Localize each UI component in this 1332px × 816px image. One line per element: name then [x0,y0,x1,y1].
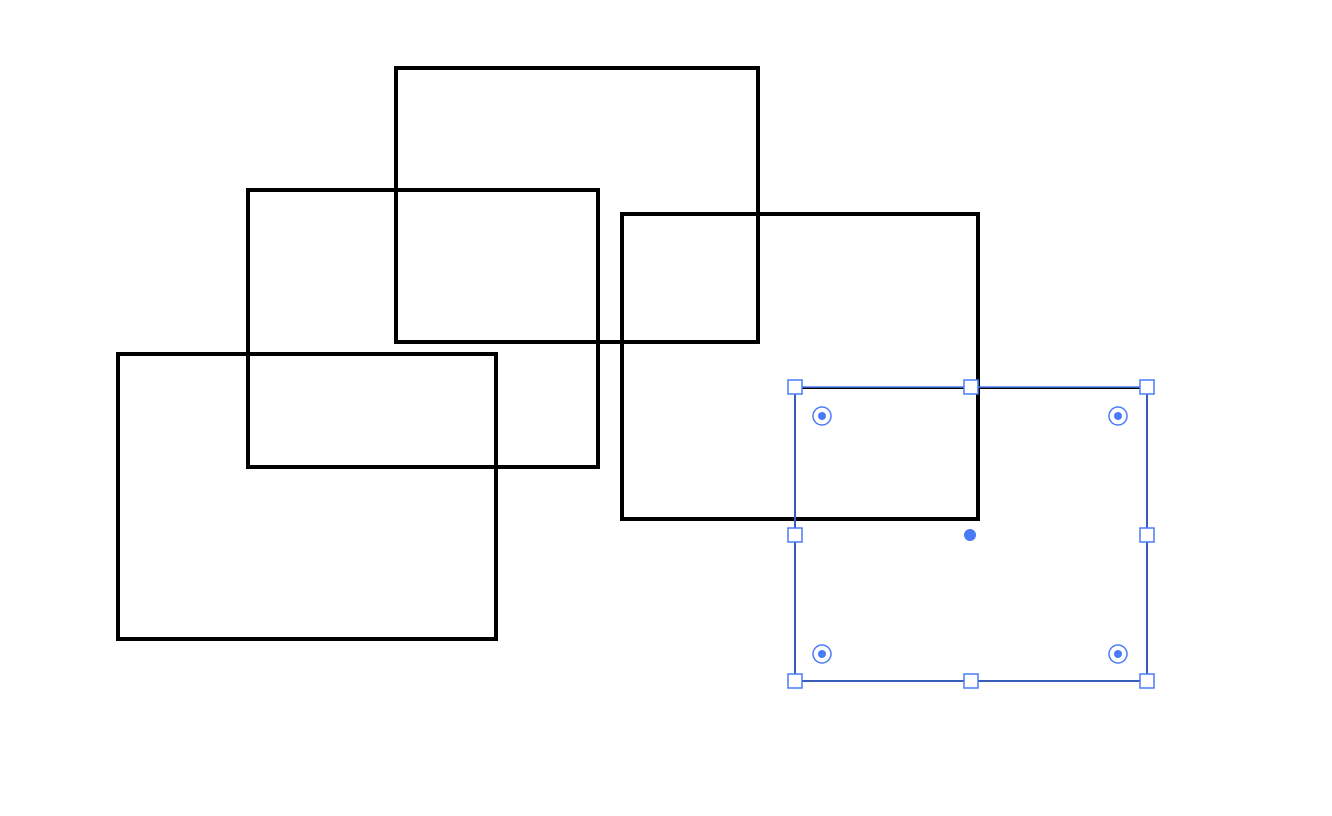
corner-radius-widget-bottom-right[interactable] [1108,644,1128,664]
corner-radius-dot-icon [818,412,826,420]
corner-radius-dot-icon [818,650,826,658]
rectangle-bottom-left[interactable] [116,352,498,641]
resize-handle-bottom-right[interactable] [1139,673,1155,689]
resize-handles [787,379,1155,689]
selected-shape-group[interactable] [787,379,1155,689]
corner-radius-dot-icon [1114,412,1122,420]
resize-handle-top-right[interactable] [1139,379,1155,395]
resize-handle-bottom-center[interactable] [963,673,979,689]
corner-radius-widget-bottom-left[interactable] [812,644,832,664]
center-point-icon[interactable] [964,529,976,541]
resize-handle-middle-right[interactable] [1139,527,1155,543]
resize-handle-top-center[interactable] [963,379,979,395]
rectangle-top-center[interactable] [394,66,760,344]
corner-radius-widget-top-right[interactable] [1108,406,1128,426]
rectangle-right[interactable] [620,212,980,521]
shapes-layer [116,66,980,641]
resize-handle-top-left[interactable] [787,379,803,395]
corner-radius-widgets [812,406,1128,664]
corner-radius-dot-icon [1114,650,1122,658]
rectangle-middle-left[interactable] [246,188,600,469]
resize-handle-bottom-left[interactable] [787,673,803,689]
corner-radius-widget-top-left[interactable] [812,406,832,426]
resize-handle-middle-left[interactable] [787,527,803,543]
